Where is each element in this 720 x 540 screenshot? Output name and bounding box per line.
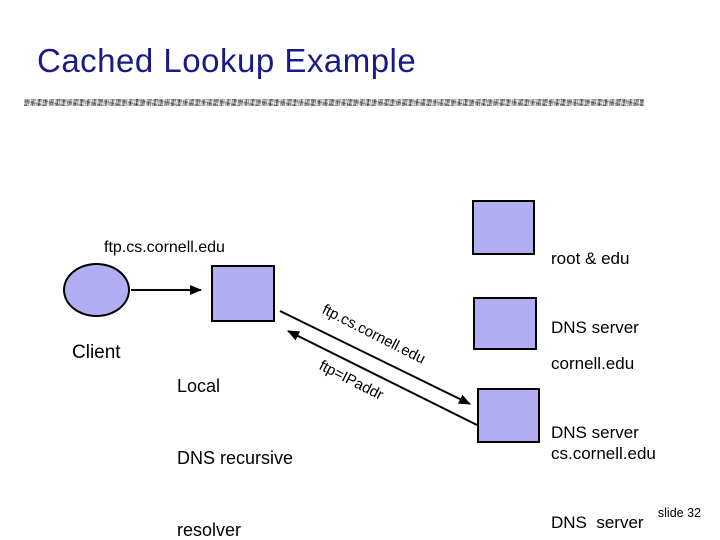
request-message-label: ftp.cs.cornell.edu [319,301,429,368]
root-edu-server-node [472,200,535,255]
client-node [63,263,130,317]
cornell-server-node [473,297,537,350]
root-edu-server-label: root & edu DNS server [551,201,639,385]
slide-number: slide 32 [657,506,701,520]
cornell-server-label-line2: DNS server [551,423,639,442]
client-label: Client [72,342,121,363]
cs-cornell-server-label-line2: DNS server [551,513,644,532]
root-edu-server-label-line2: DNS server [551,318,639,337]
cornell-server-label: cornell.edu DNS server [551,306,639,490]
response-message-label: ftp=IPaddr [316,357,387,404]
cs-cornell-server-label: cs.cornell.edu DNS server [551,396,656,540]
resolver-label-line2: DNS recursive [177,448,294,468]
client-query-label: ftp.cs.cornell.edu [104,239,225,256]
resolver-node [211,265,275,322]
resolver-label: Local DNS recursive resolver [177,326,293,540]
resolver-label-line1: Local [177,376,221,396]
root-edu-server-label-line1: root & edu [551,249,630,268]
resolver-label-line3: resolver [177,520,242,540]
slide-title: Cached Lookup Example [37,42,417,79]
title-divider [24,99,644,106]
cornell-server-label-line1: cornell.edu [551,354,635,373]
cs-cornell-server-node [477,388,540,443]
cs-cornell-server-label-line1: cs.cornell.edu [551,444,656,463]
